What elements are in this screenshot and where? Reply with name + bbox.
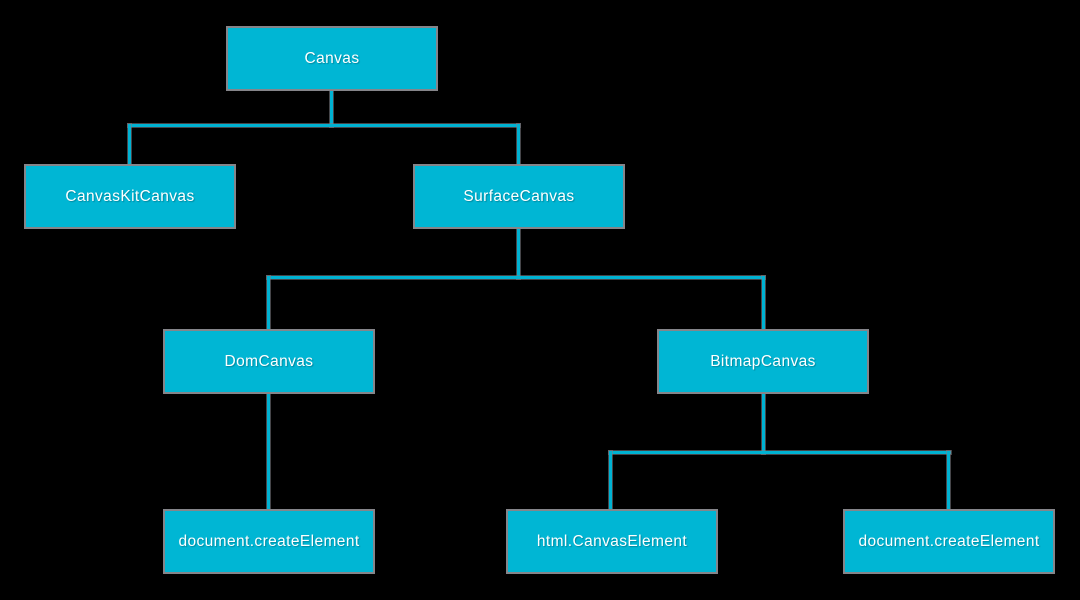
node-surface-canvas: SurfaceCanvas xyxy=(413,164,625,229)
node-label: CanvasKitCanvas xyxy=(65,187,195,205)
node-label: document.createElement xyxy=(858,532,1040,550)
connector-surface-rail xyxy=(267,276,765,279)
connector-drop-surface xyxy=(517,124,520,164)
node-label: BitmapCanvas xyxy=(710,352,816,370)
node-dom-canvas: DomCanvas xyxy=(163,329,375,394)
connector-canvas-rail xyxy=(128,124,520,127)
node-label: SurfaceCanvas xyxy=(463,187,575,205)
connector-bitmap-rail xyxy=(609,451,951,454)
connector-drop-bitmapcanvas xyxy=(762,276,765,329)
connector-bitmap-stub xyxy=(762,392,765,454)
node-canvas: Canvas xyxy=(226,26,438,91)
connector-canvas-stub xyxy=(330,91,333,127)
node-label: Canvas xyxy=(304,49,360,67)
node-html-canvaselement: html.CanvasElement xyxy=(506,509,718,574)
connector-surface-stub xyxy=(517,228,520,279)
node-label: html.CanvasElement xyxy=(536,532,688,550)
connector-drop-domcanvas xyxy=(267,276,270,329)
connector-dom-to-createelement xyxy=(267,392,270,510)
node-label: document.createElement xyxy=(178,532,360,550)
connector-drop-canvaskit xyxy=(128,124,131,164)
node-canvaskit-canvas: CanvasKitCanvas xyxy=(24,164,236,229)
node-bitmap-canvas: BitmapCanvas xyxy=(657,329,869,394)
node-document-createelement-right: document.createElement xyxy=(843,509,1055,574)
connector-drop-createelement xyxy=(947,451,950,510)
node-document-createelement-left: document.createElement xyxy=(163,509,375,574)
connector-drop-htmlcanvaselement xyxy=(609,451,612,510)
node-label: DomCanvas xyxy=(224,352,314,370)
